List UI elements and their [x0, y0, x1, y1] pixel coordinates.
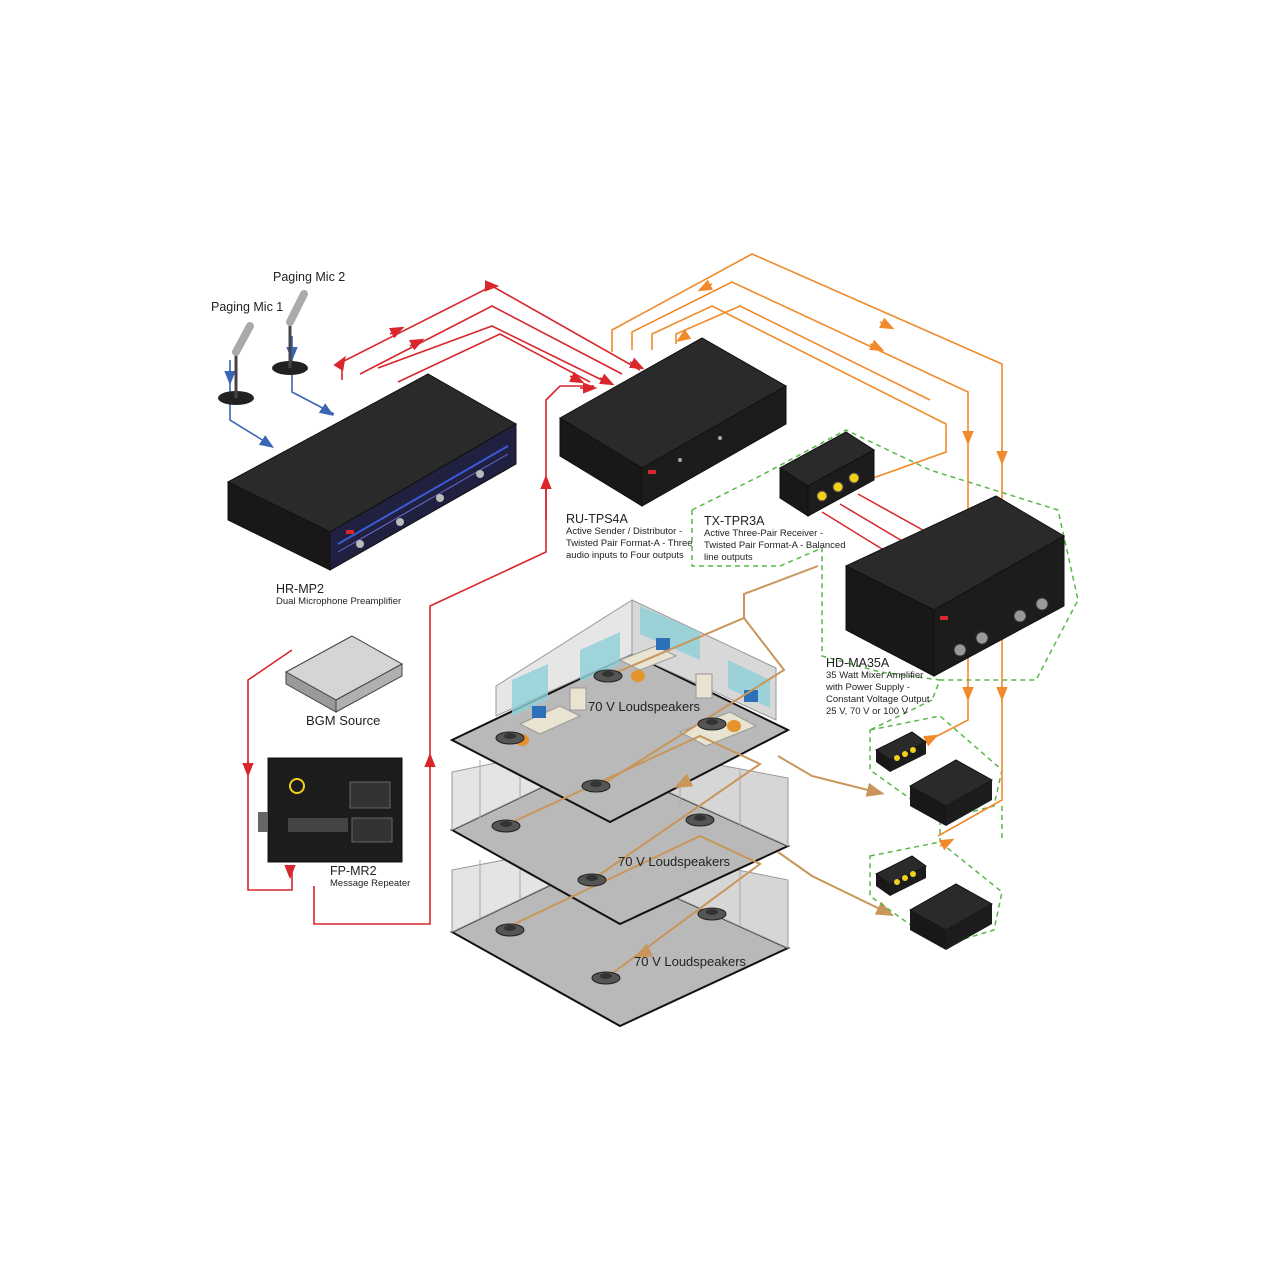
ru-tps4a-desc-line: Active Sender / Distributor -	[566, 526, 683, 537]
speaker-icon	[491, 819, 521, 833]
tx-tpr3a-description: Active Three-Pair Receiver - Twisted Pai…	[704, 528, 846, 564]
hr-mp2-title: HR-MP2	[276, 582, 324, 596]
speaker-icon	[685, 813, 715, 827]
hr-mp2-device	[226, 373, 518, 571]
tx-tpr3a-desc-line: Active Three-Pair Receiver -	[704, 528, 824, 539]
hd-ma35a-device	[844, 495, 1065, 677]
fp-mr2-description: Message Repeater	[330, 878, 411, 889]
floor3-speakers-label: 70 V Loudspeakers	[634, 954, 747, 969]
tx-tpr3a-title: TX-TPR3A	[704, 514, 765, 528]
paging-mic-1-label: Paging Mic 1	[211, 300, 284, 314]
twisted-pair-lines	[611, 253, 1008, 851]
ru-tps4a-desc-line: audio inputs to Four outputs	[566, 549, 684, 561]
floor2-speakers-label: 70 V Loudspeakers	[618, 854, 731, 869]
floor2-amplifier-device	[908, 759, 994, 826]
hd-ma35a-description: 35 Watt Mixer Amplifier with Power Suppl…	[826, 670, 930, 718]
tx-tpr3a-desc-line: Twisted Pair Format-A - Balanced	[704, 539, 846, 551]
hd-ma35a-title: HD-MA35A	[826, 656, 890, 670]
speaker-icon	[495, 923, 525, 937]
bgm-source-device	[284, 635, 404, 713]
fp-mr2-device	[258, 757, 403, 863]
ru-tps4a-title: RU-TPS4A	[566, 512, 628, 526]
tx-tpr3a-desc-line: line outputs	[704, 551, 753, 563]
ru-tps4a-desc-line: Twisted Pair Format-A - Three	[566, 537, 693, 549]
speaker-icon	[697, 717, 727, 731]
paging-mic-2-icon	[272, 290, 308, 375]
loudspeakers	[491, 669, 727, 985]
mic-lines	[224, 336, 335, 448]
fp-mr2-title: FP-MR2	[330, 864, 377, 878]
floor1-speakers-label: 70 V Loudspeakers	[588, 699, 701, 714]
tx-tpr3a-device	[779, 431, 931, 561]
hd-ma35a-desc-line: Constant Voltage Output	[826, 693, 930, 705]
enclosures	[691, 429, 1079, 947]
speaker-icon	[577, 873, 607, 887]
floor3-amplifier-device	[908, 883, 994, 950]
bgm-source-label: BGM Source	[306, 713, 381, 728]
hr-mp2-description: Dual Microphone Preamplifier	[276, 596, 402, 607]
speaker-icon	[581, 779, 611, 793]
paging-mic-2-label: Paging Mic 2	[273, 270, 346, 284]
hd-ma35a-desc-line: with Power Supply -	[826, 681, 910, 693]
speaker-icon	[591, 971, 621, 985]
floor3-receiver-device	[875, 855, 927, 896]
hd-ma35a-desc-line: 35 Watt Mixer Amplifier	[826, 670, 924, 681]
speaker-icon	[593, 669, 623, 683]
floor2-receiver-device	[875, 731, 927, 772]
audio-lines	[242, 280, 645, 925]
speaker-icon	[495, 731, 525, 745]
floor-1	[449, 599, 791, 824]
ru-tps4a-description: Active Sender / Distributor - Twisted Pa…	[566, 526, 693, 562]
speaker-icon	[697, 907, 727, 921]
paging-mic-1-icon	[218, 322, 254, 405]
hd-ma35a-desc-line: 25 V, 70 V or 100 V	[826, 705, 909, 717]
ru-tps4a-device	[559, 337, 788, 507]
